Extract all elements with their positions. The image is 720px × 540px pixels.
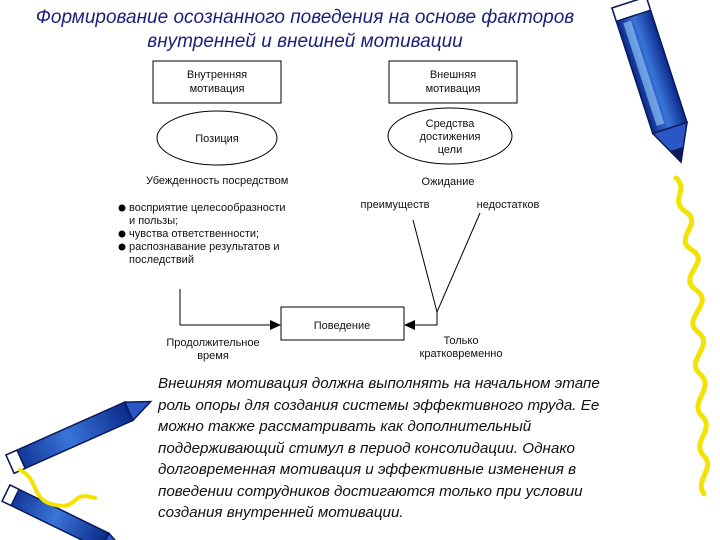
paragraph-line-4: поддерживающий стимул в период консолида…: [158, 439, 575, 457]
title-line-2: внутренней и внешней мотивации: [147, 31, 463, 52]
description-paragraph: Внешняя мотивация должна выполнять на на…: [158, 373, 688, 524]
squiggle-decoration: [18, 468, 97, 508]
expectation-heading: Ожидание: [422, 176, 475, 188]
means-ellipse: Средства достижения цели: [387, 107, 513, 165]
belief-item-1-line-1: восприятие целесообразности: [129, 202, 286, 214]
short-term-label-2: кратковременно: [420, 348, 503, 360]
short-term-connector: [414, 312, 438, 326]
pencil-icon: [1, 483, 127, 540]
position-label: Позиция: [195, 133, 239, 145]
means-label-3: цели: [438, 144, 463, 156]
squiggle-decoration: [673, 175, 711, 497]
long-term-connector: [179, 289, 272, 326]
long-term-label-2: время: [197, 350, 229, 362]
belief-item-3-line-1: распознавание результатов и: [129, 241, 279, 253]
external-motivation-label-2: мотивация: [426, 83, 481, 95]
paragraph-line-1: Внешняя мотивация должна выполнять на на…: [158, 375, 600, 392]
paragraph-line-7: создания внутренней мотивации.: [158, 504, 404, 521]
slide-title: Формирование осознанного поведения на ос…: [0, 6, 610, 54]
belief-item-3-line-2: последствий: [129, 254, 194, 266]
expectation-v-connector: [412, 212, 481, 314]
paragraph-line-5: долговременная мотивация и эффективные и…: [158, 461, 577, 478]
bullet-icon: [118, 204, 126, 212]
short-term-label-1: Только: [444, 335, 479, 347]
bullet-icon: [118, 243, 126, 251]
bullet-icon: [118, 230, 126, 238]
internal-motivation-label-1: Внутренняя: [187, 69, 247, 81]
means-label-2: достижения: [420, 131, 481, 143]
paragraph-line-2: роль опоры для создания системы эффектив…: [158, 396, 600, 414]
internal-motivation-box: Внутренняя мотивация: [152, 60, 282, 104]
arrow-right-icon: [270, 320, 281, 330]
pencil-icon: [611, 0, 688, 164]
position-ellipse: Позиция: [156, 110, 278, 166]
pencil-icon: [5, 400, 153, 475]
behavior-label: Поведение: [314, 320, 371, 332]
disadvantages-label: недостатков: [477, 199, 540, 211]
long-term-label-1: Продолжительное: [166, 337, 259, 349]
internal-motivation-label-2: мотивация: [190, 83, 245, 95]
advantages-label: преимуществ: [361, 199, 430, 211]
belief-item-2: чувства ответственности;: [129, 228, 259, 240]
external-motivation-label-1: Внешняя: [430, 69, 476, 81]
external-motivation-box: Внешняя мотивация: [388, 60, 518, 104]
belief-item-1-line-2: и пользы;: [129, 215, 178, 227]
paragraph-line-3: можно также рассматривать как дополнител…: [158, 418, 532, 435]
title-line-1: Формирование осознанного поведения на ос…: [35, 7, 575, 28]
paragraph-line-6: поведении сотрудников достигаются только…: [158, 482, 583, 500]
means-label-1: Средства: [426, 118, 476, 130]
behavior-box: Поведение: [280, 306, 405, 341]
arrow-left-icon: [404, 320, 415, 330]
belief-heading: Убежденность посредством: [146, 175, 288, 187]
